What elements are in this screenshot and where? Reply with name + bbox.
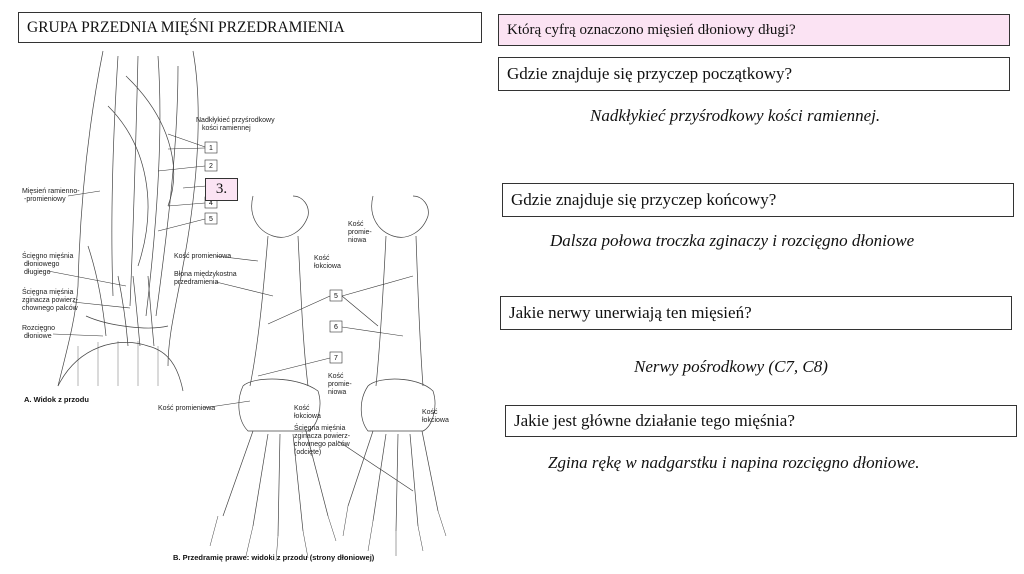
forearm-front-view — [58, 51, 198, 391]
label-epicondyle-2: kości ramiennej — [202, 125, 251, 132]
label-fds-1: Ścięgna mięśnia — [22, 287, 73, 296]
label-radius-b: Kość promieniowa — [158, 405, 215, 412]
question-text-5: Jakie jest główne działanie tego mięśnia… — [514, 411, 795, 431]
label-radius-r-1: Kość — [348, 221, 364, 228]
label-ulna-c-1: Kość — [422, 409, 438, 416]
label-epicondyle-1: Nadkłykieć przyśrodkowy — [196, 117, 275, 124]
answer-text-2: Nadkłykieć przyśrodkowy kości ramiennej. — [590, 106, 880, 126]
svg-text:1: 1 — [209, 145, 213, 152]
question-box-4: Jakie nerwy unerwiają ten mięsień? — [500, 296, 1012, 330]
number-box-1: 1 — [205, 142, 217, 153]
label-fds-b-1: Ścięgna mięśnia — [294, 423, 345, 432]
forearm-bones-right — [343, 196, 446, 556]
question-box-2: Gdzie znajduje się przyczep początkowy? — [498, 57, 1010, 91]
label-radius-r-3: niowa — [348, 237, 366, 244]
label-ulna-c-2: łokciowa — [422, 417, 449, 424]
svg-text:5: 5 — [334, 293, 338, 300]
label-pl-tendon-3: długiego — [24, 269, 51, 276]
label-pl-tendon-2: dłoniowego — [24, 261, 60, 268]
question-box-5: Jakie jest główne działanie tego mięśnia… — [505, 405, 1017, 437]
label-brachioradialis-1: Mięsień ramienno- — [22, 188, 80, 195]
svg-text:4: 4 — [209, 200, 213, 207]
highlight-number: 3. — [216, 181, 227, 198]
slide-title-text: GRUPA PRZEDNIA MIĘŚNI PRZEDRAMIENIA — [27, 19, 345, 37]
label-aponeurosis-2: dłoniowe — [24, 333, 52, 340]
answer-text-5: Zgina rękę w nadgarstku i napina rozcięg… — [548, 453, 919, 473]
label-membrane-2: przedramienia — [174, 279, 218, 286]
label-ulna-2: łokciowa — [314, 263, 341, 270]
figure-b-labels: Kość promieniowa Błona międzykostna prze… — [158, 221, 449, 562]
label-fds-2: zginacza powierz- — [22, 297, 79, 304]
label-fds-b-2: zginacza powierz- — [294, 433, 351, 440]
label-fds-b-4: (odcięte) — [294, 449, 321, 456]
svg-text:6: 6 — [334, 324, 338, 331]
figure-a-labels: Nadkłykieć przyśrodkowy kości ramiennej … — [22, 117, 275, 404]
slide-title: GRUPA PRZEDNIA MIĘŚNI PRZEDRAMIENIA — [18, 12, 482, 43]
caption-a: A. Widok z przodu — [24, 395, 89, 404]
number-box-5: 5 — [205, 213, 217, 224]
label-radius-c-1: Kość — [328, 373, 344, 380]
number-box-2: 2 — [205, 160, 217, 171]
question-text-4: Jakie nerwy unerwiają ten mięsień? — [509, 303, 752, 323]
label-fds-3: chownego palców — [22, 305, 79, 312]
label-pl-tendon-1: Ścięgno mięśnia — [22, 251, 73, 260]
answer-text-3: Dalsza połowa troczka zginaczy i rozcięg… — [550, 231, 914, 251]
question-text-2: Gdzie znajduje się przyczep początkowy? — [507, 64, 792, 84]
svg-text:2: 2 — [209, 163, 213, 170]
question-text-1: Którą cyfrą oznaczono mięsień dłoniowy d… — [507, 22, 796, 39]
answer-text-4: Nerwy pośrodkowy (C7, C8) — [634, 357, 828, 377]
svg-text:5: 5 — [209, 216, 213, 223]
number-box-b5: 5 — [330, 290, 342, 301]
label-brachioradialis-2: -promieniowy — [24, 196, 66, 203]
number-box-b6: 6 — [330, 321, 342, 332]
question-text-3: Gdzie znajduje się przyczep końcowy? — [511, 190, 776, 210]
label-ulna-1: Kość — [314, 255, 330, 262]
label-radius-c-3: niowa — [328, 389, 346, 396]
caption-b: B. Przedramię prawe: widoki z przodu (st… — [173, 553, 375, 562]
label-fds-b-3: chownego palców — [294, 441, 351, 448]
question-box-3: Gdzie znajduje się przyczep końcowy? — [502, 183, 1014, 217]
label-aponeurosis-1: Rozcięgno — [22, 325, 55, 332]
label-radius-r-2: promie- — [348, 229, 372, 236]
number-box-b7: 7 — [330, 352, 342, 363]
svg-text:7: 7 — [334, 355, 338, 362]
label-membrane-1: Błona międzykostna — [174, 271, 237, 278]
label-ulna-b-1: Kość — [294, 405, 310, 412]
highlight-number-box: 3. — [205, 178, 238, 201]
forearm-bones-left — [210, 196, 336, 561]
question-box-1: Którą cyfrą oznaczono mięsień dłoniowy d… — [498, 14, 1010, 46]
anatomy-illustration: Nadkłykieć przyśrodkowy kości ramiennej … — [18, 46, 466, 570]
label-radius-c-2: promie- — [328, 381, 352, 388]
label-ulna-b-2: łokciowa — [294, 413, 321, 420]
